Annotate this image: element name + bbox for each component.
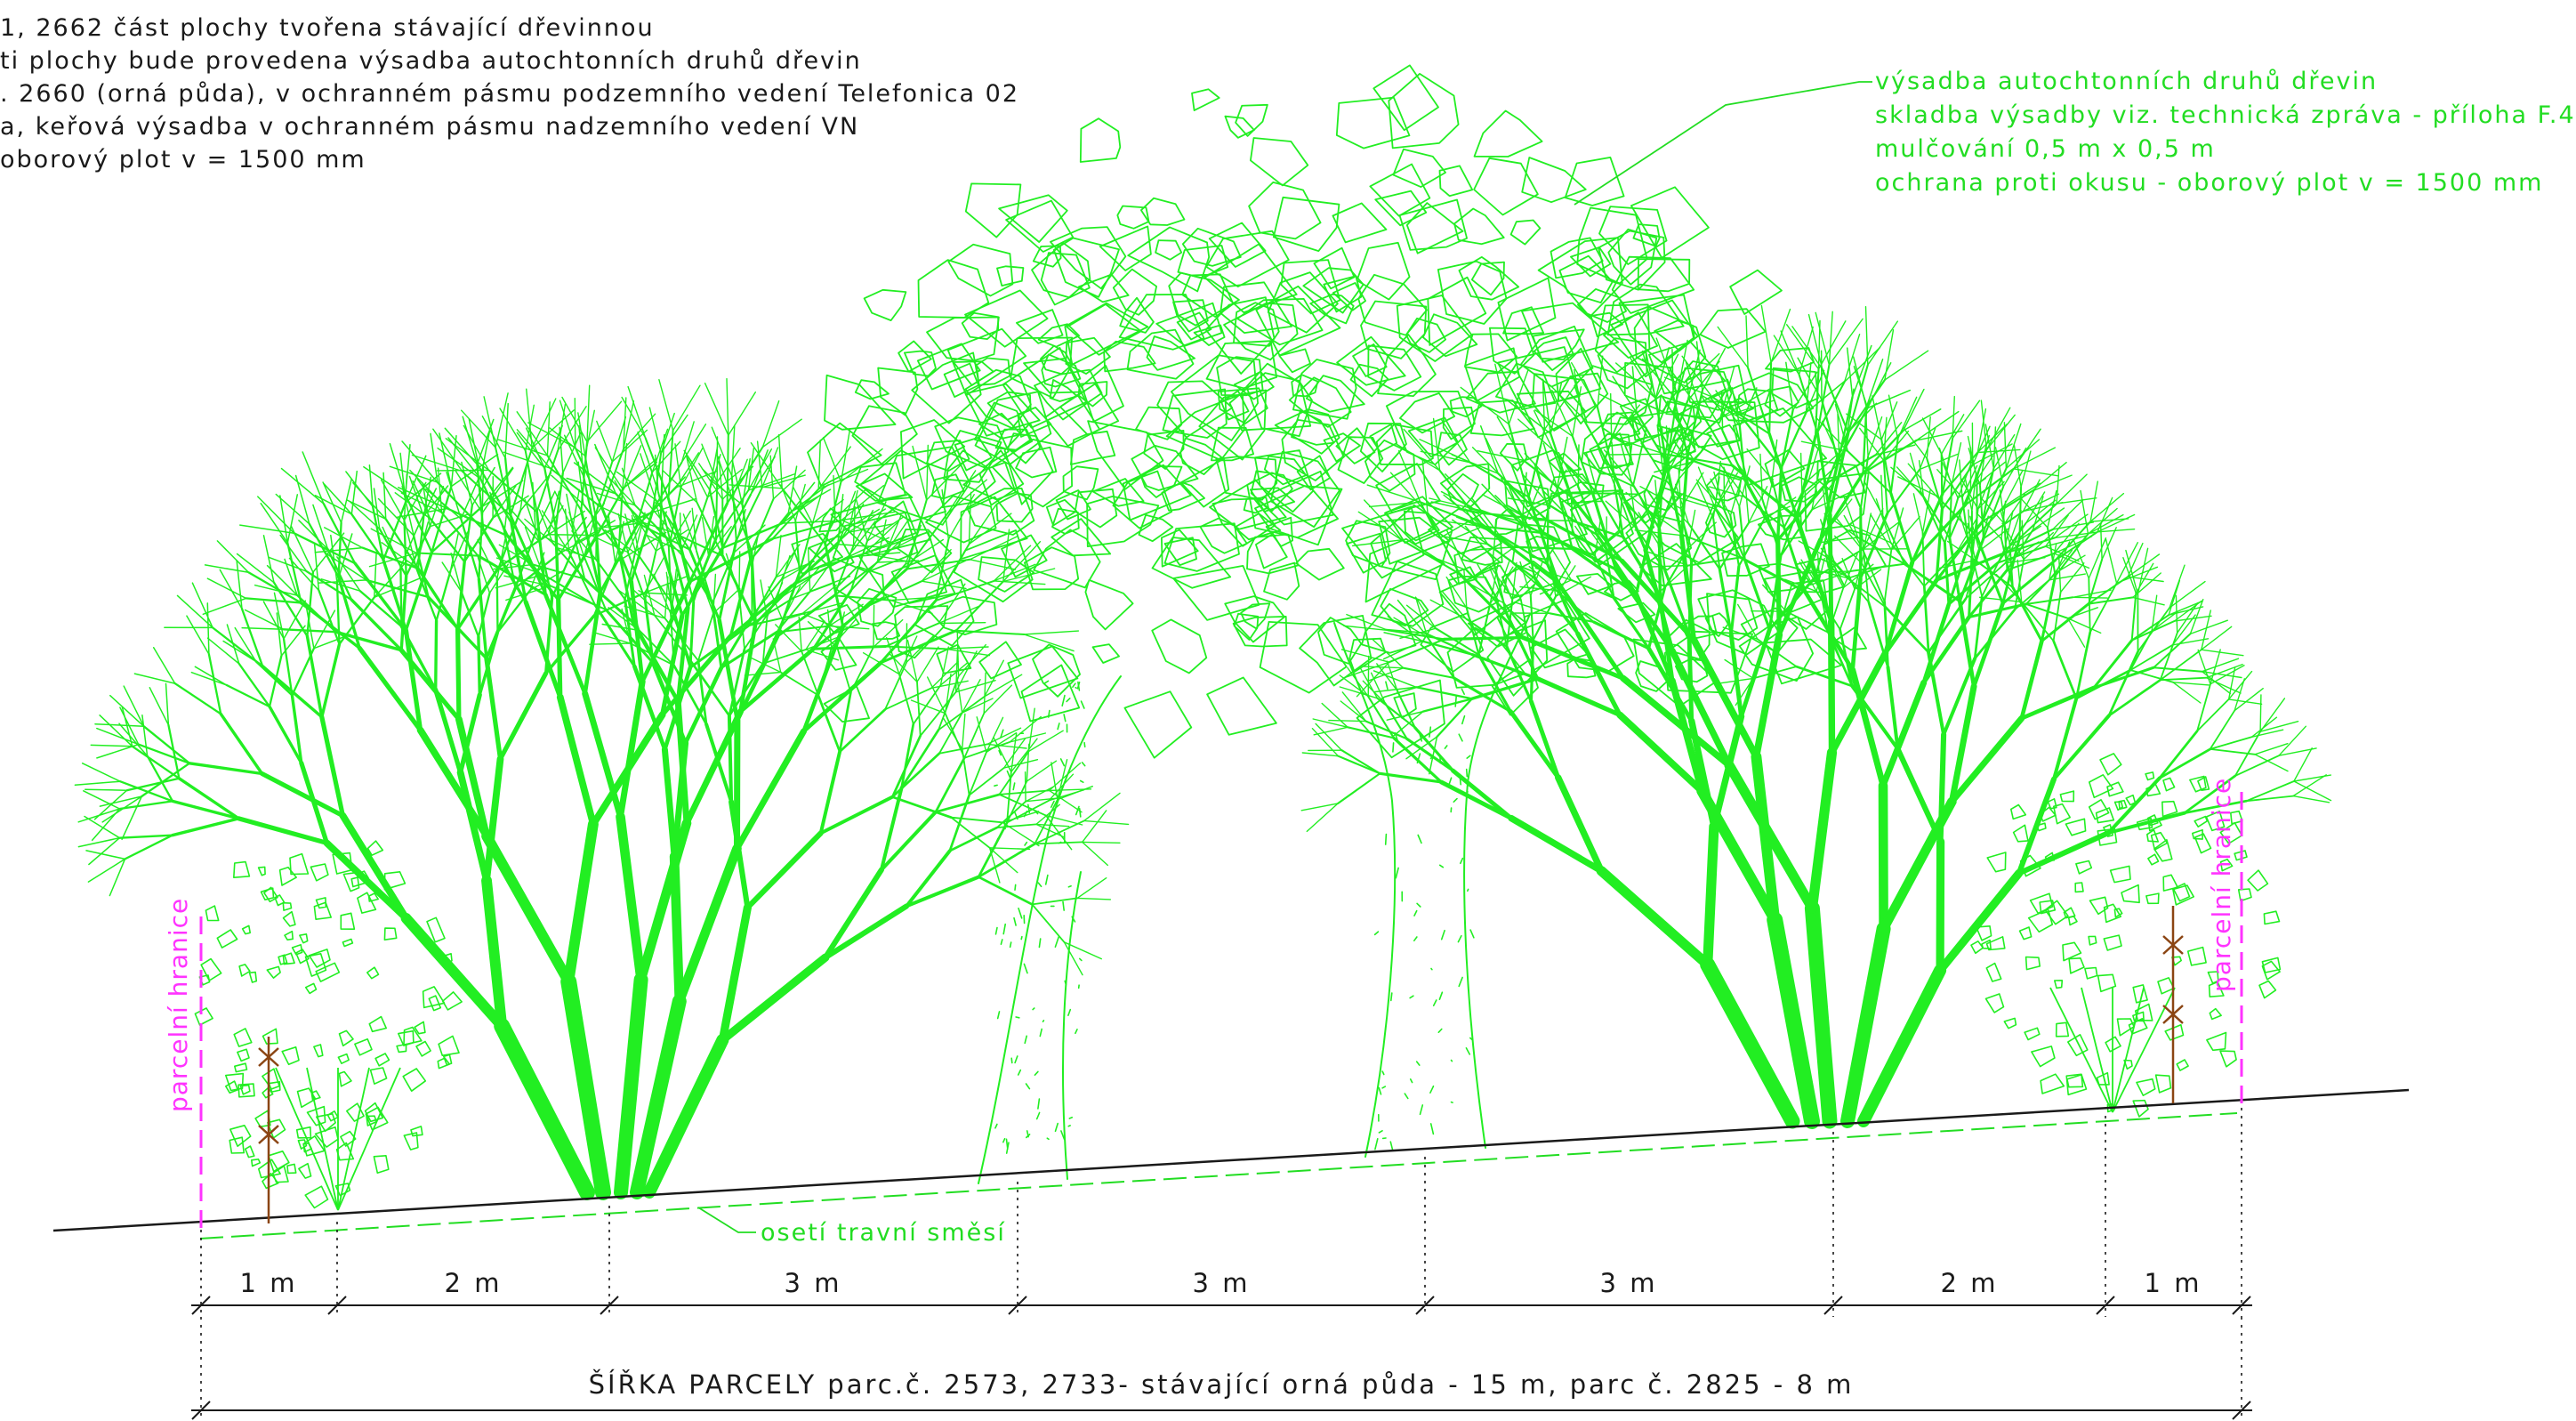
notes-left: 1, 2662 část plochy tvořena stávající dř… <box>0 14 1019 174</box>
grass-leader-line <box>697 1207 756 1233</box>
note-right-line-4: ochrana proti okusu - oborový plot v = 1… <box>1875 169 2543 197</box>
dimension-extension-lines <box>200 1108 2242 1421</box>
planting-leader-line <box>1574 81 1872 206</box>
fence-stake-right <box>2162 906 2184 1103</box>
segment-label-1: 1 m <box>240 1268 298 1298</box>
boundary-label-right: parcelní hranice <box>2207 778 2236 992</box>
segment-label-4: 3 m <box>1193 1268 1251 1298</box>
segment-label-6: 2 m <box>1941 1268 1999 1298</box>
segment-label-7: 1 m <box>2145 1268 2202 1298</box>
note-left-line-5: oborový plot v = 1500 mm <box>0 146 366 174</box>
notes-right: výsadba autochtonních druhů dřevin sklad… <box>1875 68 2576 197</box>
large-tree-canopy <box>791 64 1887 1184</box>
tree-left <box>74 377 1130 1200</box>
fence-stake-left <box>258 1037 279 1223</box>
note-left-line-2: ti plochy bude provedena výsadba autocht… <box>0 47 862 75</box>
note-left-line-3: . 2660 (orná půda), v ochranném pásmu po… <box>0 80 1019 108</box>
note-right-line-2: skladba výsadby viz. technická zpráva - … <box>1875 101 2576 129</box>
segment-label-2: 2 m <box>445 1268 503 1298</box>
shrub-right <box>1970 753 2282 1118</box>
note-right-line-1: výsadba autochtonních druhů dřevin <box>1875 68 2378 95</box>
note-left-line-1: 1, 2662 část plochy tvořena stávající dř… <box>0 14 655 42</box>
boundary-label-left: parcelní hranice <box>164 898 193 1112</box>
shrub-left <box>194 840 463 1211</box>
segment-label-5: 3 m <box>1600 1268 1658 1298</box>
tree-right <box>1300 304 2332 1129</box>
grass-seeding-line <box>199 1112 2238 1239</box>
note-right-line-3: mulčování 0,5 m x 0,5 m <box>1875 135 2216 163</box>
ground-line <box>52 1088 2410 1232</box>
segment-dimension-line <box>191 1296 2252 1315</box>
note-left-line-4: a, keřová výsadba v ochranném pásmu nadz… <box>0 113 859 141</box>
total-width-label: ŠÍŘKA PARCELY parc.č. 2573, 2733- stávaj… <box>589 1369 1855 1400</box>
total-dimension-line <box>191 1401 2252 1420</box>
grass-label: osetí travní směsí <box>761 1219 1006 1247</box>
segment-label-3: 3 m <box>785 1268 842 1298</box>
